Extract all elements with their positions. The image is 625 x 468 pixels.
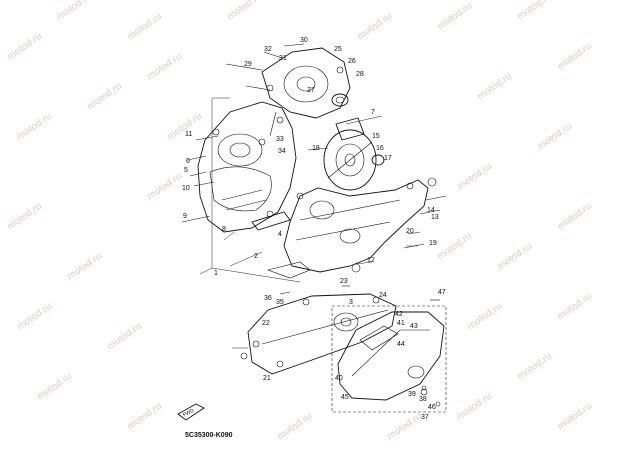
watermark-text: motod.ru <box>5 201 44 233</box>
cover-kit-boundary <box>331 305 447 413</box>
callout-number: 16 <box>376 145 384 152</box>
diagram-code: 5C35300-K090 <box>185 432 233 439</box>
callout-number: 13 <box>431 214 439 221</box>
callout-number: 26 <box>348 58 356 65</box>
callout-number: 45 <box>341 394 349 401</box>
callout-number: 20 <box>406 228 414 235</box>
watermark-text: motod.ru <box>435 231 474 263</box>
callout-number: 1 <box>214 270 218 277</box>
callout-number: 31 <box>279 55 287 62</box>
watermark-text: motod.ru <box>435 1 474 33</box>
watermark-text: motod.ru <box>385 411 424 443</box>
watermark-text: motod.ru <box>145 171 184 203</box>
callout-number: 11 <box>185 131 192 138</box>
callout-number: 23 <box>340 278 348 285</box>
leader-lines <box>199 97 418 349</box>
callout-number: 10 <box>182 185 190 192</box>
watermark-text: motod.ru <box>105 321 144 353</box>
callout-number: 41 <box>397 320 405 327</box>
fasteners <box>181 43 447 407</box>
watermark-text: motod.ru <box>125 11 164 43</box>
callout-number: 39 <box>408 391 416 398</box>
callout-layer: 1234567891011121314151617181920212223242… <box>182 37 446 421</box>
fwd-label: FWD <box>182 408 195 419</box>
watermark-text: motod.ru <box>535 121 574 153</box>
callout-number: 40 <box>335 375 343 382</box>
callout-number: 44 <box>397 341 405 348</box>
callout-number: 4 <box>278 231 282 238</box>
callout-number: 18 <box>312 145 320 152</box>
watermark-text: motod.ru <box>555 291 594 323</box>
callout-number: 47 <box>438 289 446 296</box>
callout-number: 30 <box>300 37 308 44</box>
callout-number: 43 <box>410 323 418 330</box>
callout-number: 37 <box>421 414 429 421</box>
oil-gear-assembly <box>323 117 385 191</box>
watermark-text: motod.ru <box>15 111 54 143</box>
watermark-text: motod.ru <box>225 0 264 22</box>
watermark-layer: motod.ru motod.ru motod.ru motod.ru motod.ru… <box>5 0 594 442</box>
callout-number: 36 <box>264 295 272 302</box>
callout-number: 6 <box>186 158 190 165</box>
callout-number: 28 <box>356 71 364 78</box>
watermark-text: motod.ru <box>555 201 594 233</box>
callout-number: 9 <box>183 213 187 220</box>
callout-number: 12 <box>367 257 375 264</box>
callout-number: 25 <box>334 46 342 53</box>
transmission-cover <box>261 47 351 119</box>
watermark-text: motod.ru <box>495 241 534 273</box>
watermark-text: motod.ru <box>555 401 594 433</box>
watermark-text: motod.ru <box>275 411 314 443</box>
watermark-text: motod.ru <box>125 401 164 433</box>
watermark-text: motod.ru <box>455 161 494 193</box>
fwd-arrow-icon: FWD <box>177 403 205 421</box>
callout-number: 46 <box>428 404 436 411</box>
watermark-text: motod.ru <box>55 0 94 22</box>
callout-number: 2 <box>254 253 258 260</box>
watermark-text: motod.ru <box>555 41 594 73</box>
gasket-plate <box>251 211 291 231</box>
watermark-text: motod.ru <box>5 31 44 63</box>
watermark-text: motod.ru <box>85 81 124 113</box>
watermark-text: motod.ru <box>515 351 554 383</box>
callout-number: 19 <box>429 240 437 247</box>
callout-number: 22 <box>262 320 270 327</box>
callout-number: 24 <box>379 292 387 299</box>
watermark-text: motod.ru <box>515 0 554 22</box>
callout-number: 38 <box>419 396 427 403</box>
outer-cover <box>337 311 445 401</box>
callout-number: 8 <box>222 226 226 233</box>
watermark-text: motod.ru <box>65 251 104 283</box>
callout-number: 14 <box>427 207 435 214</box>
watermark-text: motod.ru <box>455 391 494 423</box>
watermark-text: motod.ru <box>145 51 184 83</box>
callout-number: 29 <box>244 61 252 68</box>
watermark-text: motod.ru <box>465 301 504 333</box>
watermark-text: motod.ru <box>475 71 514 103</box>
left-crankcase <box>197 101 297 233</box>
callout-number: 32 <box>264 46 272 53</box>
callout-number: 7 <box>371 109 375 116</box>
watermark-text: motod.ru <box>355 11 394 43</box>
callout-number: 3 <box>349 299 353 306</box>
callout-number: 5 <box>184 167 188 174</box>
callout-number: 21 <box>263 375 271 382</box>
callout-number: 27 <box>307 87 315 94</box>
callout-number: 17 <box>384 155 392 162</box>
callout-number: 34 <box>278 148 286 155</box>
callout-number: 35 <box>276 299 284 306</box>
watermark-text: motod.ru <box>35 371 74 403</box>
right-crankcase <box>266 179 429 279</box>
callout-number: 33 <box>276 136 284 143</box>
crankcase-cover <box>247 293 397 375</box>
callout-number: 42 <box>395 311 403 318</box>
watermark-text: motod.ru <box>15 301 54 333</box>
callout-number: 15 <box>372 133 380 140</box>
